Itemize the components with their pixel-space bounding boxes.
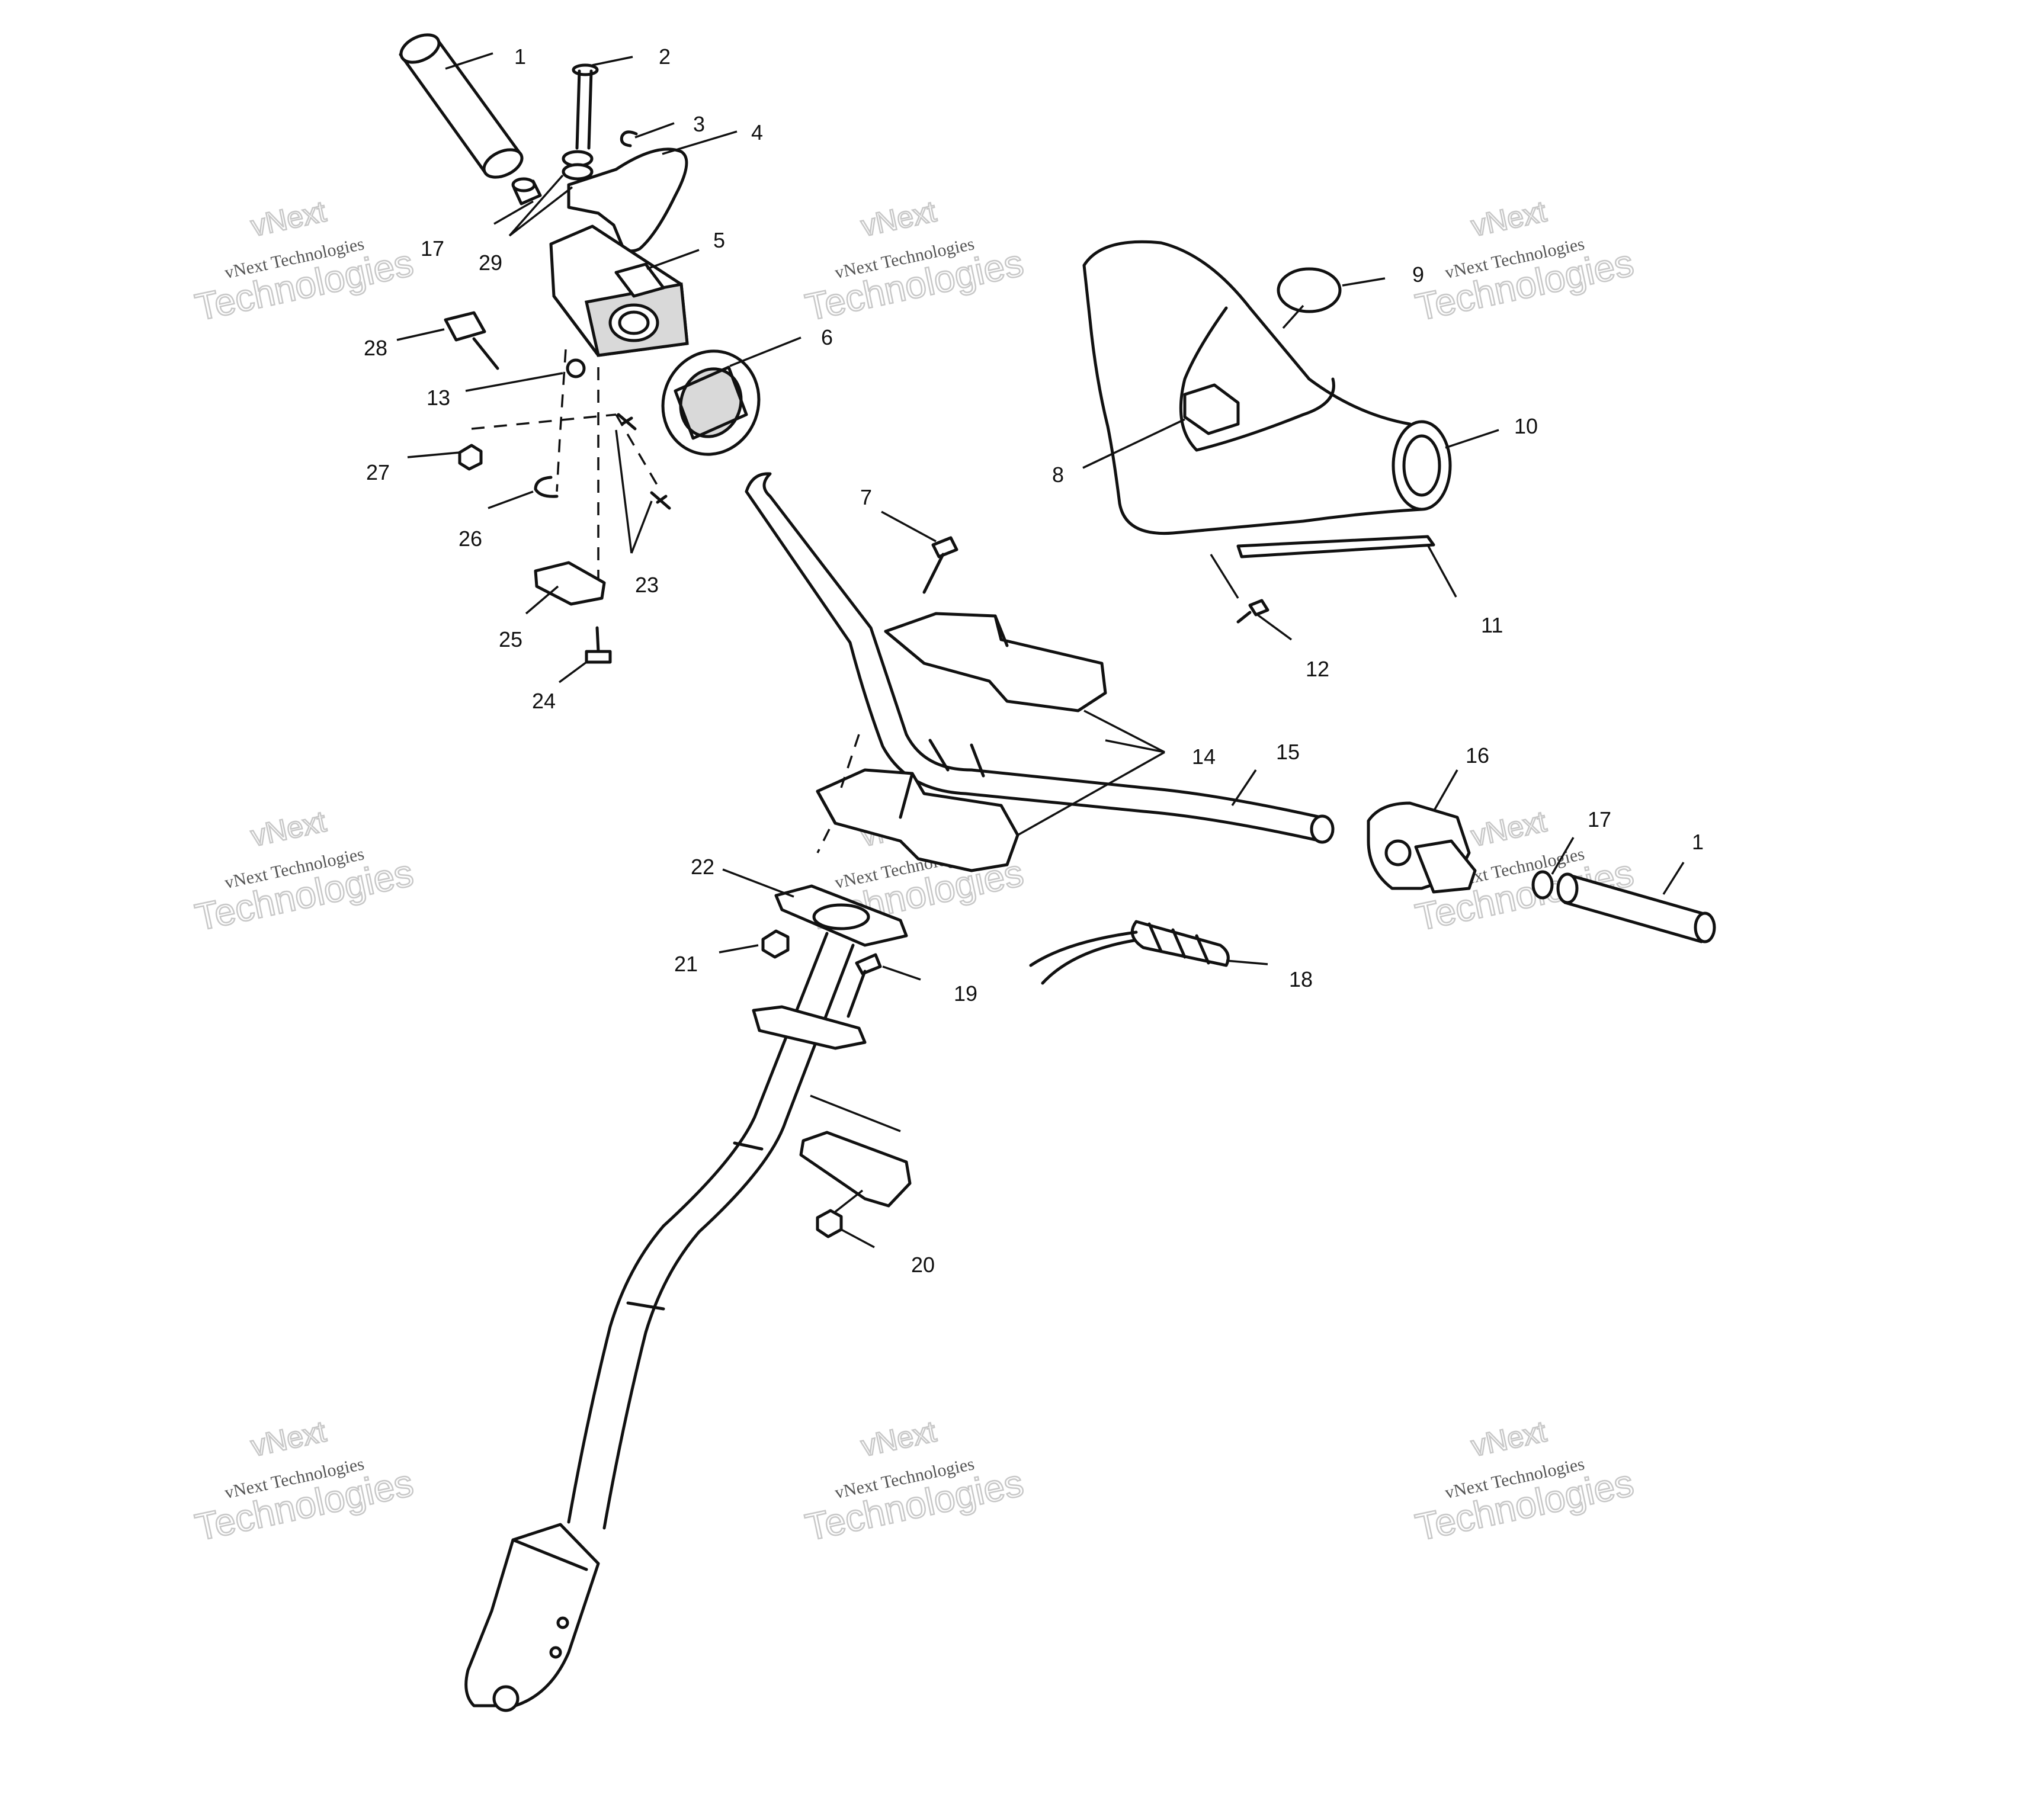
- part-28-adjuster: [444, 311, 499, 370]
- callout-18: 18: [1289, 967, 1313, 991]
- part-21-nut: [761, 929, 790, 959]
- part-7-bolt: [922, 536, 958, 594]
- callout-24: 24: [532, 689, 556, 713]
- part-12-screw: [1236, 599, 1269, 624]
- part-18-grip-heater: [1029, 920, 1230, 985]
- steering-column: [567, 932, 867, 1530]
- watermark: vNext vNext Technologies Technologies: [191, 194, 418, 329]
- callout-29: 29: [479, 251, 502, 275]
- callout-numbers: 1 2 3 4 5 6 7 8 9 10 11 12 13 14 15 16 1…: [364, 44, 1704, 1277]
- part-13-plug: [566, 358, 586, 378]
- callout-3: 3: [693, 112, 705, 136]
- callout-15: 15: [1276, 740, 1300, 764]
- watermark-top: vNext: [248, 1415, 329, 1463]
- part-20-bracket: [799, 1131, 912, 1238]
- callout-28: 28: [364, 336, 387, 360]
- callout-21: 21: [674, 952, 698, 976]
- alignment-lines-clamp: [816, 734, 860, 853]
- callout-10: 10: [1514, 414, 1538, 438]
- part-11-trim-strip: [1236, 535, 1435, 558]
- alignment-lines-left: [471, 349, 659, 580]
- watermark: vNext vNext Technologies Technologies: [191, 1414, 418, 1549]
- callout-1: 1: [514, 44, 526, 69]
- part-1-right-grip: [1556, 872, 1716, 943]
- callout-20: 20: [911, 1253, 935, 1277]
- watermark-top: vNext: [1468, 805, 1549, 853]
- part-29-washer: [562, 150, 594, 181]
- callout-23: 23: [635, 573, 659, 597]
- part-25-clamp: [534, 561, 606, 606]
- callout-8: 8: [1052, 463, 1064, 487]
- part-14-upper-clamp: [884, 612, 1107, 712]
- watermark-top: vNext: [248, 195, 329, 243]
- callout-11: 11: [1481, 613, 1503, 637]
- watermark-top: vNext: [858, 1415, 939, 1463]
- callout-4: 4: [751, 120, 763, 145]
- part-2-pin: [572, 63, 599, 150]
- callout-7: 7: [860, 485, 872, 509]
- callout-17-right: 17: [1588, 807, 1611, 832]
- part-10-handlebar-pad: [1082, 240, 1452, 535]
- callout-13: 13: [427, 386, 450, 410]
- part-23-screws: [617, 413, 671, 510]
- steering-column-base: [464, 1523, 600, 1712]
- callout-5: 5: [713, 228, 725, 252]
- part-16-throttle-housing: [1367, 801, 1477, 894]
- part-1-left-grip: [399, 33, 524, 179]
- callout-9: 9: [1412, 262, 1424, 287]
- pad-leader-line: [1210, 554, 1239, 599]
- callout-25: 25: [499, 627, 522, 651]
- watermark: vNext vNext Technologies Technologies: [1411, 194, 1638, 329]
- watermark: vNext vNext Technologies Technologies: [801, 194, 1028, 329]
- callout-19: 19: [954, 981, 977, 1006]
- watermark: vNext vNext Technologies Technologies: [1411, 1414, 1638, 1549]
- callout-2: 2: [659, 44, 671, 69]
- part-6-switch-housing: [661, 349, 761, 456]
- leader-lines: [396, 52, 1685, 1248]
- watermark: vNext vNext Technologies Technologies: [801, 1414, 1028, 1549]
- part-24-bolt: [585, 626, 612, 664]
- part-3-clip: [620, 130, 638, 147]
- part-26-clip: [534, 476, 559, 498]
- callout-1-right: 1: [1692, 830, 1704, 854]
- callout-17: 17: [421, 236, 444, 261]
- part-5-master-cylinder: [549, 224, 689, 357]
- part-9-decal: [1277, 267, 1342, 313]
- part-14-lower-clamp: [816, 768, 1019, 872]
- watermark-top: vNext: [858, 195, 939, 243]
- watermark-top: vNext: [248, 805, 329, 853]
- callout-26: 26: [459, 527, 482, 551]
- bracket-leader-line: [810, 1094, 901, 1213]
- callout-12: 12: [1306, 657, 1329, 681]
- part-27-nut: [458, 444, 483, 471]
- watermark-top: vNext: [1468, 1415, 1549, 1463]
- watermark-top: vNext: [1468, 195, 1549, 243]
- part-17-end-plug: [511, 177, 542, 206]
- callout-27: 27: [366, 460, 390, 484]
- callout-6: 6: [821, 325, 833, 349]
- callout-14: 14: [1192, 744, 1216, 769]
- watermark: vNext vNext Technologies Technologies: [191, 804, 418, 939]
- part-8-nut-plate: [1183, 383, 1240, 435]
- part-22-gasket: [774, 884, 908, 947]
- part-17-end-plug-right: [1531, 870, 1554, 900]
- part-15-handlebar: [745, 472, 1335, 844]
- callout-16: 16: [1466, 743, 1489, 768]
- callout-22: 22: [691, 855, 714, 879]
- part-19-screw: [847, 953, 882, 1018]
